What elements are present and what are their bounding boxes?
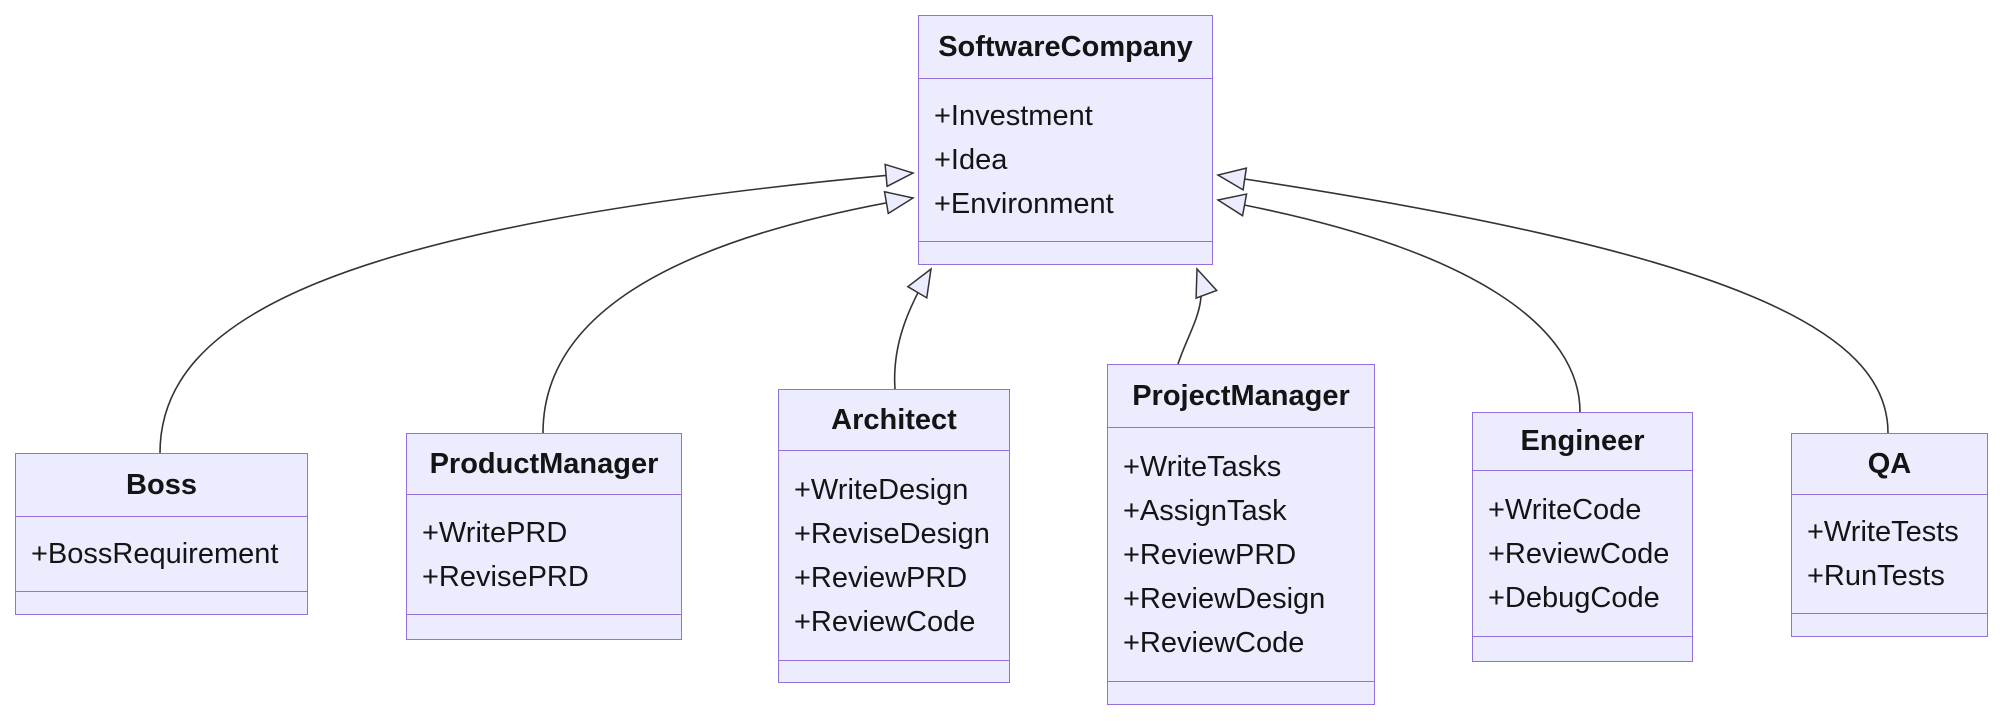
inheritance-edge-architect: [893, 267, 933, 390]
class-name: ProductManager: [407, 434, 681, 495]
class-attributes: +WriteTests +RunTests: [1792, 495, 1987, 613]
attribute-label: +WritePRD: [422, 516, 568, 549]
class-name: Engineer: [1473, 413, 1692, 471]
class-methods-empty: [919, 241, 1212, 264]
class-boss: Boss +BossRequirement: [15, 453, 308, 615]
class-name: Architect: [779, 390, 1009, 451]
attribute-label: +WriteTests: [1807, 516, 1959, 548]
attribute-label: +ReviewCode: [1488, 537, 1670, 570]
class-methods-empty: [779, 660, 1009, 682]
class-attributes: +WritePRD +RevisePRD: [407, 495, 681, 614]
class-engineer: Engineer +WriteCode +ReviewCode +DebugCode: [1472, 412, 1693, 662]
attribute-label: +BossRequirement: [31, 538, 279, 570]
class-methods-empty: [1792, 613, 1987, 636]
class-methods-empty: [16, 591, 307, 614]
attribute-label: +Idea: [934, 144, 1008, 176]
attribute-label: +Environment: [934, 188, 1114, 220]
class-software-company: SoftwareCompany +Investment +Idea +Environ…: [918, 15, 1213, 265]
attribute-label: +RunTests: [1807, 560, 1945, 592]
inheritance-edge-product-manager: [542, 190, 915, 434]
class-name: SoftwareCompany: [919, 16, 1212, 79]
class-name: Boss: [16, 454, 307, 517]
class-methods-empty: [1108, 681, 1374, 704]
attribute-label: +WriteTasks: [1123, 450, 1282, 483]
attribute-label: +ReviewPRD: [794, 561, 968, 594]
class-architect: Architect +WriteDesign +ReviseDesign +Revi…: [778, 389, 1010, 683]
attribute-label: +WriteCode: [1488, 493, 1642, 526]
class-methods-empty: [1473, 636, 1692, 661]
attribute-label: +ReviewPRD: [1123, 538, 1297, 571]
inheritance-edge-engineer: [1216, 193, 1581, 413]
class-attributes: +Investment +Idea +Environment: [919, 79, 1212, 241]
class-attributes: +WriteCode +ReviewCode +DebugCode: [1473, 471, 1692, 636]
class-name: QA: [1792, 434, 1987, 495]
attribute-label: +ReviseDesign: [794, 517, 990, 550]
class-attributes: +BossRequirement: [16, 517, 307, 591]
attribute-label: +AssignTask: [1123, 494, 1287, 527]
inheritance-edge-qa: [1216, 167, 1889, 434]
inheritance-edge-project-manager: [1177, 267, 1219, 365]
attribute-label: +DebugCode: [1488, 581, 1660, 614]
attribute-label: +ReviewDesign: [1123, 582, 1326, 615]
class-methods-empty: [407, 614, 681, 639]
attribute-label: +Investment: [934, 100, 1093, 132]
class-project-manager: ProjectManager +WriteTasks +AssignTask +Re…: [1107, 364, 1375, 705]
class-name: ProjectManager: [1108, 365, 1374, 428]
attribute-label: +WriteDesign: [794, 473, 969, 506]
class-product-manager: ProductManager +WritePRD +RevisePRD: [406, 433, 682, 640]
attribute-label: +ReviewCode: [794, 605, 976, 638]
inheritance-edge-boss: [159, 163, 915, 454]
attribute-label: +ReviewCode: [1123, 626, 1305, 659]
attribute-label: +RevisePRD: [422, 560, 589, 593]
class-attributes: +WriteDesign +ReviseDesign +ReviewPRD +Revi…: [779, 451, 1009, 660]
class-attributes: +WriteTasks +AssignTask +ReviewPRD +ReviewD…: [1108, 428, 1374, 681]
class-qa: QA +WriteTests +RunTests: [1791, 433, 1988, 637]
